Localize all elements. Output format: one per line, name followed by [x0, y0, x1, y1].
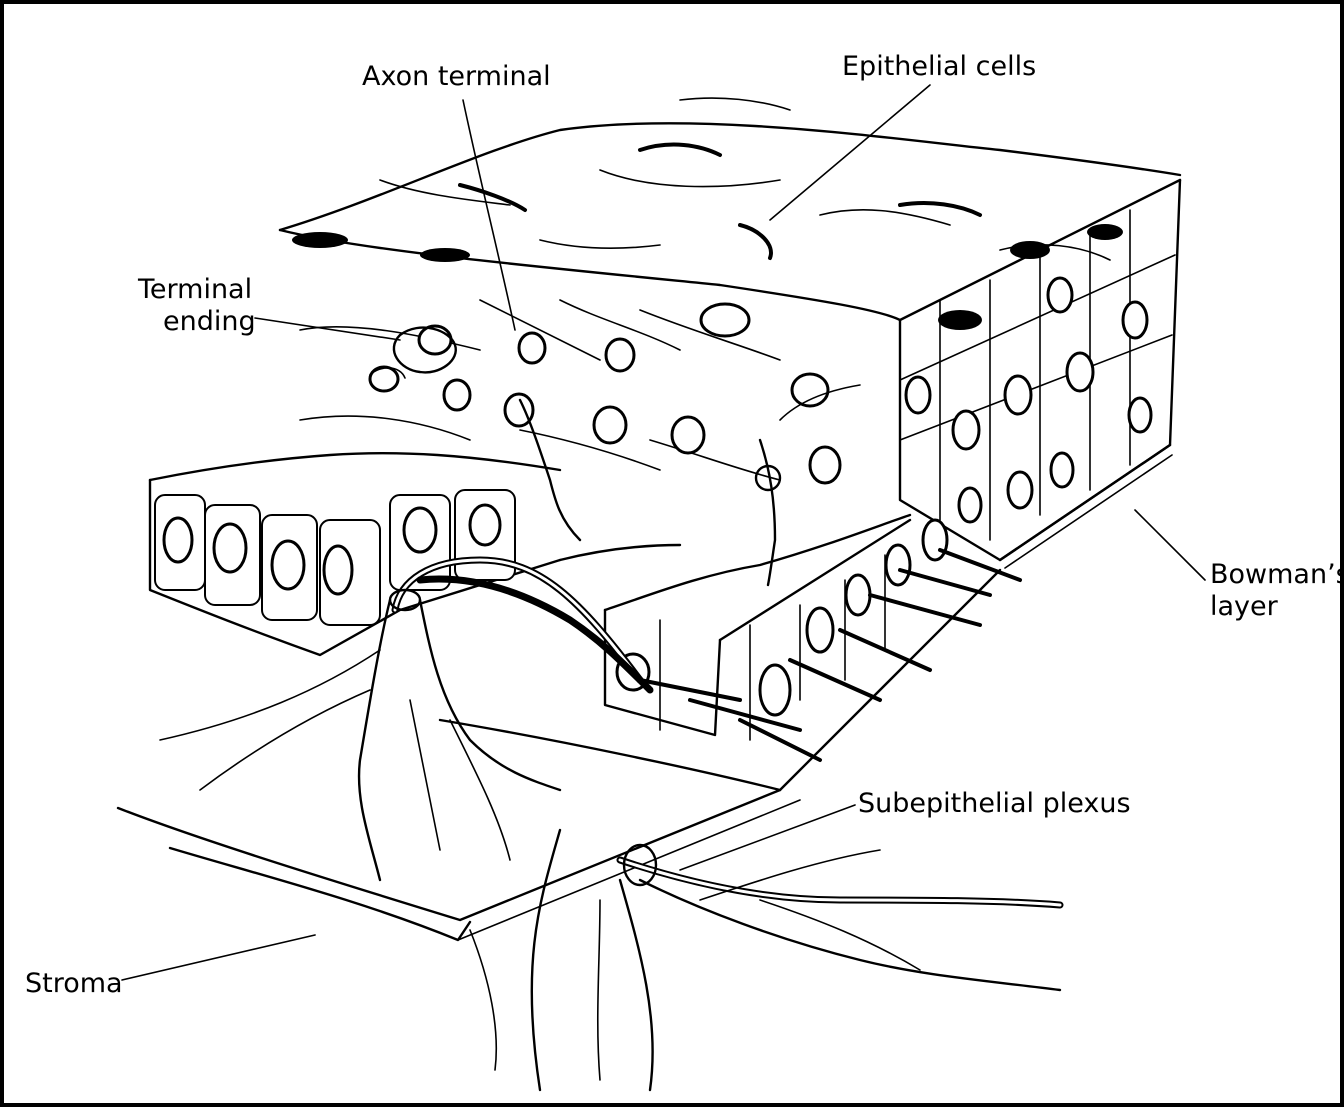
label-subepithelial-plexus: Subepithelial plexus [858, 788, 1131, 819]
label-terminal-ending-line2: ending [163, 306, 256, 337]
epithelium-right-face [900, 180, 1180, 560]
subepithelial-plexus-bundle [470, 830, 1060, 1090]
label-axon-terminal: Axon terminal [362, 61, 551, 92]
label-epithelial-cells: Epithelial cells [842, 51, 1036, 82]
epithelium-top-surface [280, 98, 1180, 320]
label-bowmans-line2: layer [1210, 591, 1279, 622]
axon-terminal-fiber [520, 385, 860, 585]
label-stroma: Stroma [25, 968, 123, 999]
basal-cell-row-left [150, 453, 560, 655]
label-terminal-ending-line1: Terminal [137, 274, 252, 305]
label-bowmans-line1: Bowman’s [1210, 559, 1344, 590]
epithelium-step-block [605, 515, 947, 740]
